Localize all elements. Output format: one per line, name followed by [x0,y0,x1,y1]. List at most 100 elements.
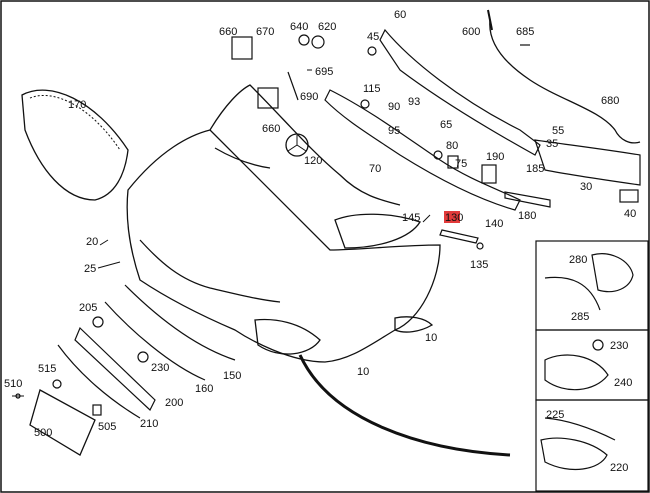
highlight-marker [444,211,460,223]
label-80[interactable]: 80 [446,140,458,152]
label-225[interactable]: 225 [546,409,564,421]
bumper-cover [126,84,441,363]
label-40[interactable]: 40 [624,208,636,220]
part-40 [619,189,639,203]
label-600[interactable]: 600 [462,26,480,38]
label-10b[interactable]: 10 [357,366,369,378]
bumper-beam-part-70 [324,89,521,211]
mesh-insert-part-220 [540,437,608,470]
lower-trim-strips [57,284,236,419]
bumper-carrier-part-60 [379,28,541,156]
part-640 [298,34,310,46]
part-45 [367,46,377,56]
label-45[interactable]: 45 [367,31,379,43]
label-115[interactable]: 115 [363,83,381,95]
part-620 [311,35,325,49]
label-150[interactable]: 150 [223,370,241,382]
bracket-part-690 [287,71,299,101]
inset-panel-230-240 [535,329,649,401]
label-10a[interactable]: 10 [425,332,437,344]
trim-part-225 [544,417,616,441]
label-515[interactable]: 515 [38,363,56,375]
label-240[interactable]: 240 [614,377,632,389]
label-130[interactable]: 130 [445,212,463,224]
leader-lines [12,69,431,397]
lower-grille-part-200 [74,326,156,411]
label-170[interactable]: 170 [68,99,86,111]
label-95[interactable]: 95 [388,125,400,137]
label-230b[interactable]: 230 [151,362,169,374]
label-280[interactable]: 280 [569,254,587,266]
part-230 [137,351,149,363]
label-190[interactable]: 190 [486,151,504,163]
label-25[interactable]: 25 [84,263,96,275]
grille-opening [334,213,421,249]
label-200[interactable]: 200 [165,397,183,409]
label-120[interactable]: 120 [304,155,322,167]
label-160[interactable]: 160 [195,383,213,395]
label-70[interactable]: 70 [369,163,381,175]
part-180 [504,191,551,208]
license-plate-holder-part-500 [29,389,96,456]
label-285[interactable]: 285 [571,311,589,323]
inset-drawings [540,253,634,470]
part-130 [439,229,479,244]
label-620[interactable]: 620 [318,21,336,33]
label-65[interactable]: 65 [440,119,452,131]
label-145[interactable]: 145 [402,212,420,224]
label-690[interactable]: 690 [300,91,318,103]
side-grille-inner [29,94,121,151]
emblem-star-icon [287,135,307,152]
part-515 [52,379,62,389]
label-505[interactable]: 505 [98,421,116,433]
label-35[interactable]: 35 [546,138,558,150]
part-labels: 660 670 640 620 60 685 600 45 695 170 69… [4,9,636,474]
part-505 [92,404,102,416]
label-30[interactable]: 30 [580,181,592,193]
fog-lamp-opening [254,318,321,355]
label-685[interactable]: 685 [516,26,534,38]
label-55[interactable]: 55 [552,125,564,137]
leader-20 [99,239,109,246]
sensor-part-660b [257,87,279,109]
bumper-outline [126,129,441,363]
label-640[interactable]: 640 [290,21,308,33]
label-510[interactable]: 510 [4,378,22,390]
label-210[interactable]: 210 [140,418,158,430]
label-680[interactable]: 680 [601,95,619,107]
label-205[interactable]: 205 [79,302,97,314]
clip-part-230 [592,339,604,351]
fog-lamp-frame-part-280 [591,253,634,293]
label-60[interactable]: 60 [394,9,406,21]
part-75 [447,155,459,169]
label-140[interactable]: 140 [485,218,503,230]
label-20[interactable]: 20 [86,236,98,248]
label-90[interactable]: 90 [388,101,400,113]
label-180[interactable]: 180 [518,210,536,222]
label-93[interactable]: 93 [408,96,420,108]
trim-strip-part-210 [57,344,141,419]
harness-clip [487,9,493,31]
label-695[interactable]: 695 [315,66,333,78]
label-660b[interactable]: 660 [262,123,280,135]
label-220[interactable]: 220 [610,462,628,474]
part-205 [92,316,104,328]
label-230a[interactable]: 230 [610,340,628,352]
bumper-reinforcement [324,28,641,211]
label-670[interactable]: 670 [256,26,274,38]
part-80 [433,150,443,160]
label-185[interactable]: 185 [526,163,544,175]
inset-panel-280-285 [535,240,649,331]
wiring-harness-part-680 [489,19,641,144]
label-660[interactable]: 660 [219,26,237,38]
bumper-crease [214,147,271,169]
label-75[interactable]: 75 [455,158,467,170]
leader-145 [422,214,431,223]
sensor-part-660 [231,36,253,60]
trim-strip-part-150 [124,284,236,361]
label-135[interactable]: 135 [470,259,488,271]
detail-arrow [298,354,511,457]
label-500[interactable]: 500 [34,427,52,439]
